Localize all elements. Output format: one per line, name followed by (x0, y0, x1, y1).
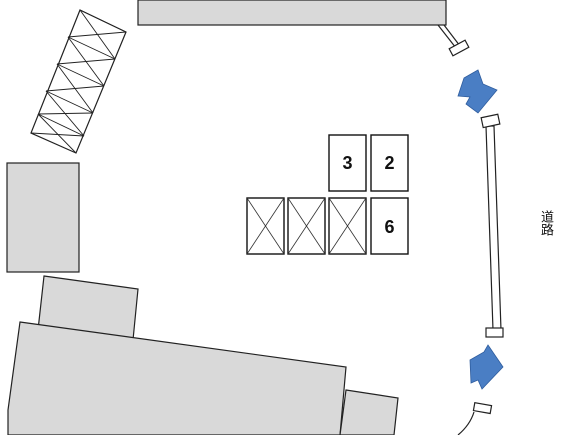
gate-post-top (448, 39, 470, 57)
parking-slot-2[interactable]: 2 (370, 134, 409, 192)
gate-post-bottom (472, 401, 493, 415)
slot-number: 6 (384, 217, 394, 237)
building-bottom-right (339, 389, 399, 435)
cross-box-icon (246, 197, 285, 255)
cross-box-icon (328, 197, 367, 255)
rail-post-bottom (485, 327, 504, 338)
building-top (137, 0, 447, 26)
road-rail (485, 125, 502, 331)
cross-box-icon (287, 197, 326, 255)
building-left (6, 162, 80, 273)
blue-arrow-icon (457, 69, 498, 114)
blue-arrow-icon (469, 344, 504, 390)
parking-slot-6[interactable]: 6 (370, 197, 409, 255)
slot-number: 2 (384, 153, 394, 173)
rail-post-top (480, 113, 501, 129)
building-bottom-main (7, 321, 347, 435)
road-label: 道路 (538, 210, 553, 236)
slot-number: 3 (342, 153, 352, 173)
truss-structure (30, 9, 127, 154)
parking-slot-3[interactable]: 3 (328, 134, 367, 192)
